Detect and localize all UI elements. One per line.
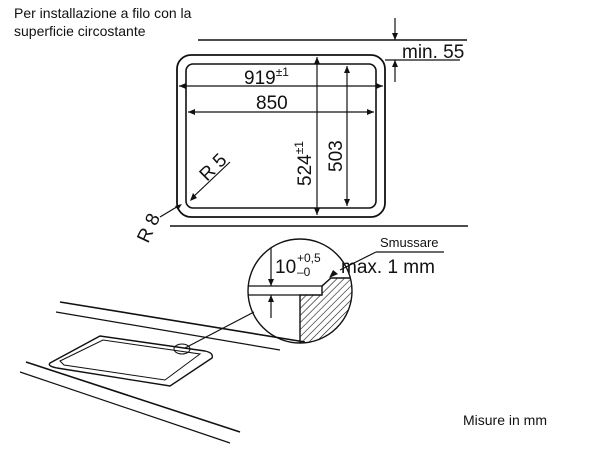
step-dimension-label: 10 <box>275 257 296 278</box>
units-note: Misure in mm <box>463 412 548 428</box>
inner-height-label: 503 <box>326 140 347 172</box>
outer-height-label: 524±1 <box>292 141 316 186</box>
radius-inner-leader <box>190 161 231 200</box>
radius-inner-label: R 5 <box>196 150 232 186</box>
detail-leader <box>184 311 255 349</box>
inner-width-label: 850 <box>256 93 288 114</box>
step-tol-plus: +0,5 <box>297 251 321 265</box>
outer-width-label: 919±1 <box>244 65 289 89</box>
smussare-label: Smussare <box>380 235 439 250</box>
installation-note: Per installazione a filo con la superfic… <box>14 5 192 39</box>
perspective-countertop <box>19 301 306 444</box>
step-tol-minus: –0 <box>297 265 311 279</box>
min-depth-label: min. 55 <box>402 42 464 63</box>
radius-outer-label: R 8 <box>133 210 165 246</box>
cutout-inner <box>185 63 377 209</box>
cutout-outer <box>176 54 386 218</box>
chamfer-label: max. 1 mm <box>341 257 435 278</box>
